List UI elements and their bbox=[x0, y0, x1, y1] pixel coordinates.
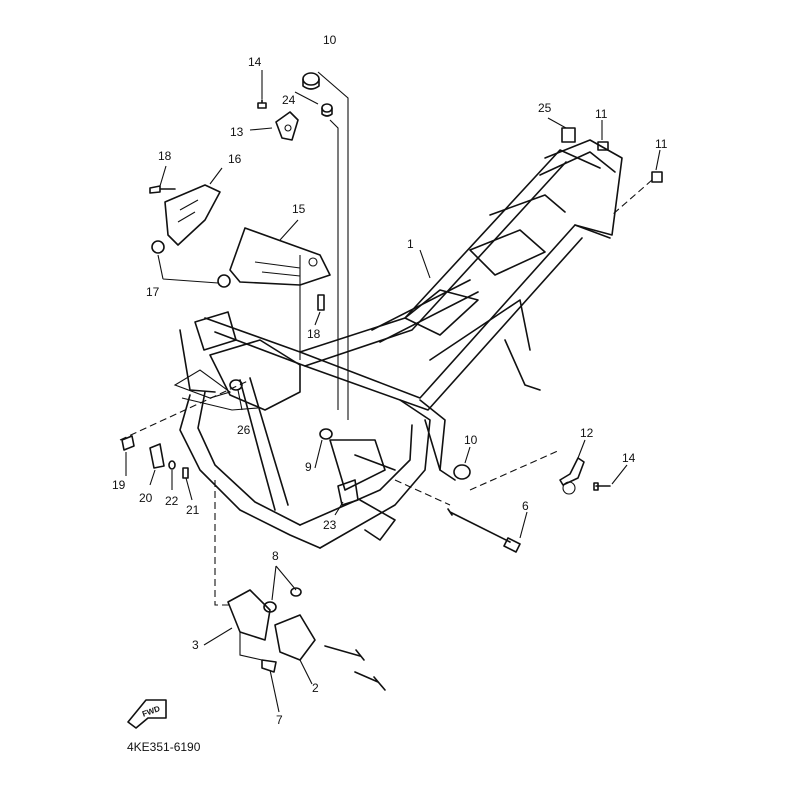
bracket-23 bbox=[337, 479, 359, 506]
callout-17: 17 bbox=[146, 285, 160, 299]
callout-6: 6 bbox=[522, 499, 529, 513]
bolt-lower-a bbox=[324, 645, 365, 661]
grommet-10-top bbox=[302, 72, 320, 86]
callout-19: 19 bbox=[112, 478, 126, 492]
grommet-17a bbox=[151, 240, 165, 254]
main-frame bbox=[173, 139, 623, 549]
washer-22 bbox=[168, 460, 176, 470]
plug-11a bbox=[597, 141, 609, 151]
callout-3: 3 bbox=[192, 638, 199, 652]
grommet-10-right bbox=[453, 464, 471, 480]
cover-16 bbox=[164, 184, 221, 246]
plate-15 bbox=[229, 227, 331, 286]
callout-22: 22 bbox=[165, 494, 179, 508]
callout-7: 7 bbox=[276, 713, 283, 727]
callout-8: 8 bbox=[272, 549, 279, 563]
bolt-14-top bbox=[257, 99, 267, 109]
drawing-code: 4KE351-6190 bbox=[127, 740, 201, 754]
grommet-17b bbox=[217, 274, 231, 288]
callout-10-right: 10 bbox=[464, 433, 478, 447]
callout-23: 23 bbox=[323, 518, 337, 532]
collar-9 bbox=[319, 428, 333, 440]
callout-15: 15 bbox=[292, 202, 306, 216]
callout-24: 24 bbox=[282, 93, 296, 107]
callout-18-lower: 18 bbox=[307, 327, 321, 341]
callout-14-right: 14 bbox=[622, 451, 636, 465]
bolt-18-top bbox=[149, 185, 176, 194]
collar-24 bbox=[321, 103, 333, 113]
callout-11b: 11 bbox=[655, 137, 668, 151]
callout-1: 1 bbox=[407, 237, 414, 251]
bracket-12 bbox=[559, 457, 585, 486]
callouts: 10 14 24 13 18 16 15 17 18 1 25 11 11 26… bbox=[112, 33, 668, 727]
callout-25: 25 bbox=[538, 101, 552, 115]
plug-11b bbox=[651, 171, 663, 183]
collar-26 bbox=[229, 379, 243, 391]
bolt-14-right bbox=[593, 482, 611, 491]
callout-26: 26 bbox=[237, 423, 251, 437]
bracket-3 bbox=[227, 589, 271, 641]
callout-18-top: 18 bbox=[158, 149, 172, 163]
collar-8b bbox=[290, 587, 302, 597]
bracket-13 bbox=[275, 111, 299, 141]
callout-9: 9 bbox=[305, 460, 312, 474]
leader-lines bbox=[119, 70, 661, 713]
small-parts bbox=[121, 72, 663, 691]
fwd-arrow-icon: FWD bbox=[127, 699, 167, 729]
callout-21: 21 bbox=[186, 503, 200, 517]
fwd-label: FWD bbox=[141, 704, 161, 719]
callout-12: 12 bbox=[580, 426, 594, 440]
bolt-6 bbox=[447, 508, 511, 543]
bolt-18-lower bbox=[317, 294, 325, 311]
callout-11a: 11 bbox=[595, 107, 608, 121]
bolt-lower-b bbox=[354, 671, 386, 691]
part-19 bbox=[121, 435, 135, 451]
callout-13: 13 bbox=[230, 125, 244, 139]
callout-2: 2 bbox=[312, 681, 319, 695]
bolt-21 bbox=[182, 467, 189, 479]
callout-16: 16 bbox=[228, 152, 242, 166]
callout-14-top: 14 bbox=[248, 55, 262, 69]
bracket-2 bbox=[274, 614, 316, 661]
callout-20: 20 bbox=[139, 491, 153, 505]
part-20 bbox=[149, 443, 165, 469]
cap-25 bbox=[561, 127, 576, 143]
bolt-7 bbox=[261, 659, 277, 673]
callout-10-top: 10 bbox=[323, 33, 337, 47]
